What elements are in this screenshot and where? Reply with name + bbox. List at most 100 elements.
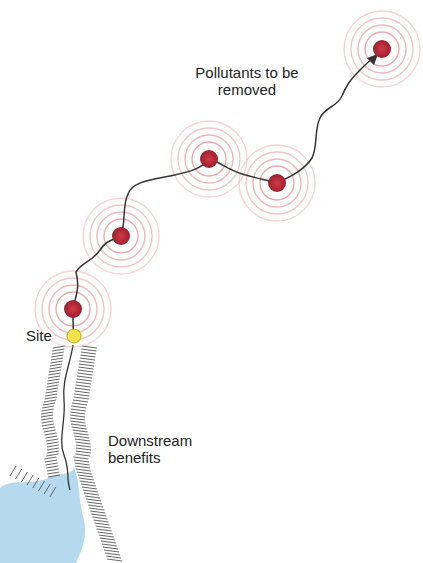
hatch-stroke bbox=[44, 400, 56, 402]
hatch-stroke bbox=[76, 451, 91, 453]
hatch-stroke bbox=[70, 412, 85, 414]
hatch-stroke bbox=[47, 472, 59, 474]
hatch-stroke bbox=[45, 397, 57, 399]
hatch-stroke bbox=[75, 388, 90, 390]
pollution-ring bbox=[239, 145, 315, 221]
hatch-stroke bbox=[88, 505, 103, 507]
annotation-label: Downstream benefits bbox=[108, 432, 208, 466]
hatch-stroke bbox=[76, 448, 91, 450]
hatch-stroke bbox=[81, 352, 96, 354]
pollution-ring bbox=[192, 142, 226, 176]
hatch-stroke bbox=[33, 478, 39, 488]
pollution-rings bbox=[35, 11, 420, 347]
hatch-stroke bbox=[75, 454, 90, 456]
hatch-stroke bbox=[71, 409, 86, 411]
hatch-stroke bbox=[70, 418, 85, 420]
hatch-stroke bbox=[41, 418, 53, 420]
hatch-stroke bbox=[100, 538, 115, 540]
hatch-stroke bbox=[16, 469, 22, 479]
hatch-stroke bbox=[76, 469, 91, 471]
pollution-ring bbox=[97, 212, 145, 260]
pollutant-dot bbox=[373, 40, 391, 58]
pollution-ring bbox=[90, 205, 152, 267]
hatch-stroke bbox=[77, 472, 92, 474]
hatch-stroke bbox=[94, 520, 109, 522]
hatch-stroke bbox=[72, 427, 87, 429]
hatch-stroke bbox=[76, 442, 91, 444]
hatch-stroke bbox=[74, 397, 89, 399]
hatch-stroke bbox=[52, 352, 64, 354]
hatch-stroke bbox=[79, 364, 94, 366]
hatch-stroke bbox=[74, 433, 89, 435]
hatch-stroke bbox=[99, 535, 114, 537]
hatch-stroke bbox=[89, 508, 104, 510]
hatch-stroke bbox=[71, 406, 86, 408]
hatch-stroke bbox=[101, 541, 116, 543]
hatch-stroke bbox=[102, 544, 117, 546]
hatch-stroke bbox=[47, 445, 59, 447]
site-label: Site bbox=[26, 327, 66, 344]
hatch-stroke bbox=[51, 358, 63, 360]
hatch-stroke bbox=[81, 349, 96, 351]
hatch-stroke bbox=[50, 364, 62, 366]
hatch-stroke bbox=[90, 511, 105, 513]
hatch-stroke bbox=[41, 412, 53, 414]
hatch-stroke bbox=[46, 466, 58, 468]
hatch-stroke bbox=[47, 451, 59, 453]
hatch-stroke bbox=[41, 421, 53, 423]
pollutant-dot bbox=[112, 227, 130, 245]
hatch-stroke bbox=[75, 463, 90, 465]
hatch-stroke bbox=[51, 355, 63, 357]
hatch-stroke bbox=[73, 400, 88, 402]
hatch-stroke bbox=[106, 556, 121, 558]
hatch-stroke bbox=[76, 385, 91, 387]
hatch-stroke bbox=[83, 490, 98, 492]
hatch-stroke bbox=[96, 526, 111, 528]
hatch-stroke bbox=[50, 361, 62, 363]
pollution-ring bbox=[171, 121, 247, 197]
hatch-stroke bbox=[78, 370, 93, 372]
pollutant-dot bbox=[200, 150, 218, 168]
hatch-stroke bbox=[103, 547, 118, 549]
hatch-stroke bbox=[95, 523, 110, 525]
hatch-stroke bbox=[71, 424, 86, 426]
hatch-stroke bbox=[70, 415, 85, 417]
annotation-label: Pollutants to be removed bbox=[183, 64, 311, 98]
hatch-stroke bbox=[91, 514, 106, 516]
hatch-stroke bbox=[45, 460, 57, 462]
hatch-stroke bbox=[48, 379, 60, 381]
lake bbox=[0, 468, 85, 563]
hatch-stroke bbox=[47, 385, 59, 387]
pollution-ring bbox=[185, 135, 233, 183]
hatch-stroke bbox=[98, 532, 113, 534]
hatch-stroke bbox=[76, 382, 91, 384]
pollution-ring bbox=[260, 166, 294, 200]
hatch-stroke bbox=[41, 415, 53, 417]
hatch-stroke bbox=[49, 373, 61, 375]
hatch-stroke bbox=[81, 484, 96, 486]
hatch-stroke bbox=[104, 550, 119, 552]
hatch-stroke bbox=[44, 484, 50, 494]
hatch-stroke bbox=[45, 436, 57, 438]
hatch-stroke bbox=[47, 448, 59, 450]
hatch-stroke bbox=[72, 403, 87, 405]
hatch-stroke bbox=[42, 406, 54, 408]
hatch-stroke bbox=[77, 379, 92, 381]
hatch-stroke bbox=[46, 439, 58, 441]
hatch-stroke bbox=[85, 496, 100, 498]
hatch-stroke bbox=[74, 394, 89, 396]
pollution-ring bbox=[246, 152, 308, 214]
hatch-stroke bbox=[107, 559, 122, 561]
hatch-stroke bbox=[78, 475, 93, 477]
river-path bbox=[73, 59, 372, 333]
hatch-stroke bbox=[73, 430, 88, 432]
hatch-stroke bbox=[27, 475, 33, 485]
pollution-ring bbox=[104, 219, 138, 253]
hatch-stroke bbox=[10, 466, 16, 476]
hatch-stroke bbox=[82, 487, 97, 489]
hatch-stroke bbox=[74, 460, 89, 462]
hatch-stroke bbox=[97, 529, 112, 531]
hatch-stroke bbox=[21, 472, 27, 482]
hatch-stroke bbox=[78, 373, 93, 375]
